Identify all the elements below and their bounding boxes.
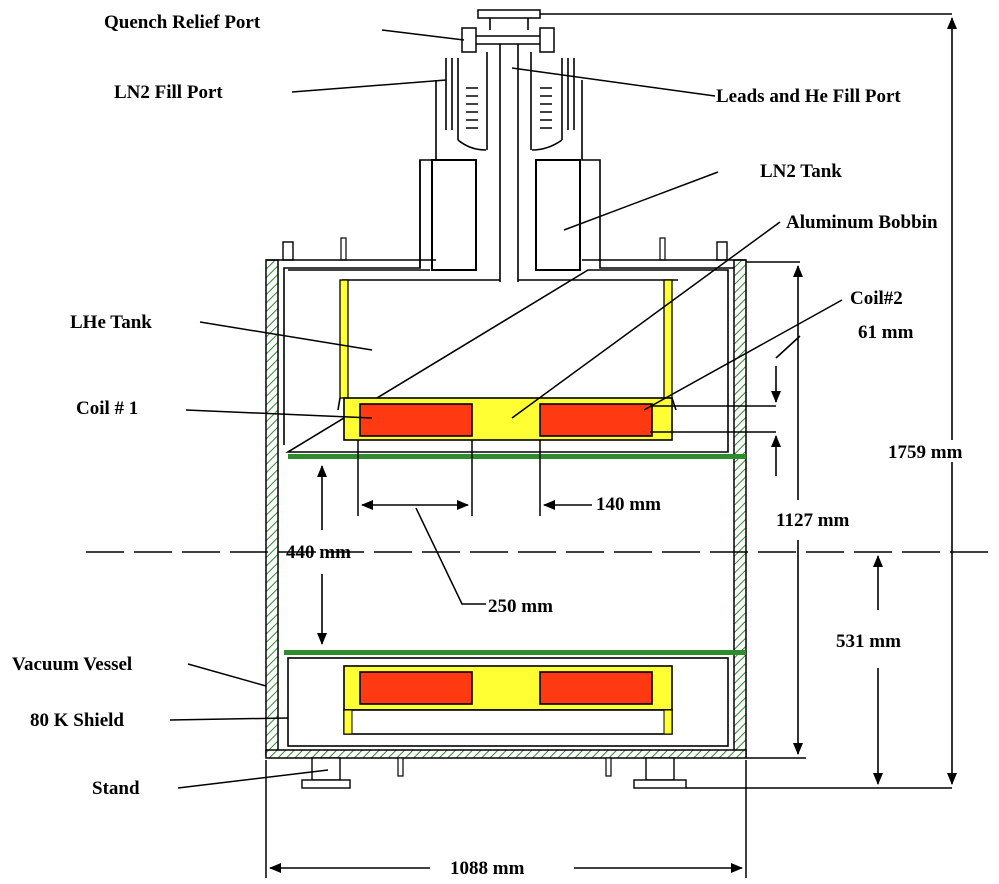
neck-tubes bbox=[486, 44, 532, 282]
label-leads-he-fill-port: Leads and He Fill Port bbox=[716, 86, 901, 107]
label-vacuum-vessel: Vacuum Vessel bbox=[12, 654, 132, 675]
label-coil-1: Coil # 1 bbox=[76, 398, 138, 419]
label-ln2-tank: LN2 Tank bbox=[760, 161, 842, 182]
lower-coil-assembly bbox=[343, 665, 673, 735]
label-quench-relief-port: Quench Relief Port bbox=[104, 12, 261, 33]
stand bbox=[301, 757, 687, 789]
dim-250-arrow bbox=[361, 500, 486, 605]
dim-140-label: 140 mm bbox=[596, 494, 661, 515]
top-studs bbox=[282, 237, 728, 261]
dim-531-label: 531 mm bbox=[836, 631, 901, 652]
dim-1127-label: 1127 mm bbox=[776, 510, 850, 531]
label-ln2-fill-port: LN2 Fill Port bbox=[114, 82, 223, 103]
label-coil-2: Coil#2 bbox=[850, 288, 903, 309]
shield-80k-lower bbox=[284, 650, 746, 747]
dim-440-label: 440 mm bbox=[286, 542, 351, 563]
label-stand: Stand bbox=[92, 778, 140, 799]
upper-coil-assembly bbox=[343, 397, 673, 441]
dim-61-label: 61 mm bbox=[858, 322, 914, 343]
ln2-fill-port-tubes bbox=[445, 58, 575, 140]
vacuum-vessel bbox=[265, 259, 747, 759]
label-lhe-tank: LHe Tank bbox=[70, 312, 152, 333]
ln2-tank-right bbox=[535, 159, 581, 271]
label-80k-shield: 80 K Shield bbox=[30, 710, 124, 731]
dim-250-label: 250 mm bbox=[488, 596, 553, 617]
leader-lines bbox=[169, 29, 843, 789]
dim-1759-label: 1759 mm bbox=[888, 442, 963, 463]
quench-relief-port bbox=[461, 9, 555, 53]
label-aluminum-bobbin: Aluminum Bobbin bbox=[786, 212, 938, 233]
shield-80k-upper bbox=[285, 269, 746, 459]
bellows-left bbox=[466, 87, 552, 129]
dim-1088-label: 1088 mm bbox=[450, 858, 525, 879]
dim-61-arrow bbox=[771, 335, 801, 476]
extension-lines bbox=[265, 13, 952, 878]
ln2-tank-left bbox=[431, 159, 477, 271]
